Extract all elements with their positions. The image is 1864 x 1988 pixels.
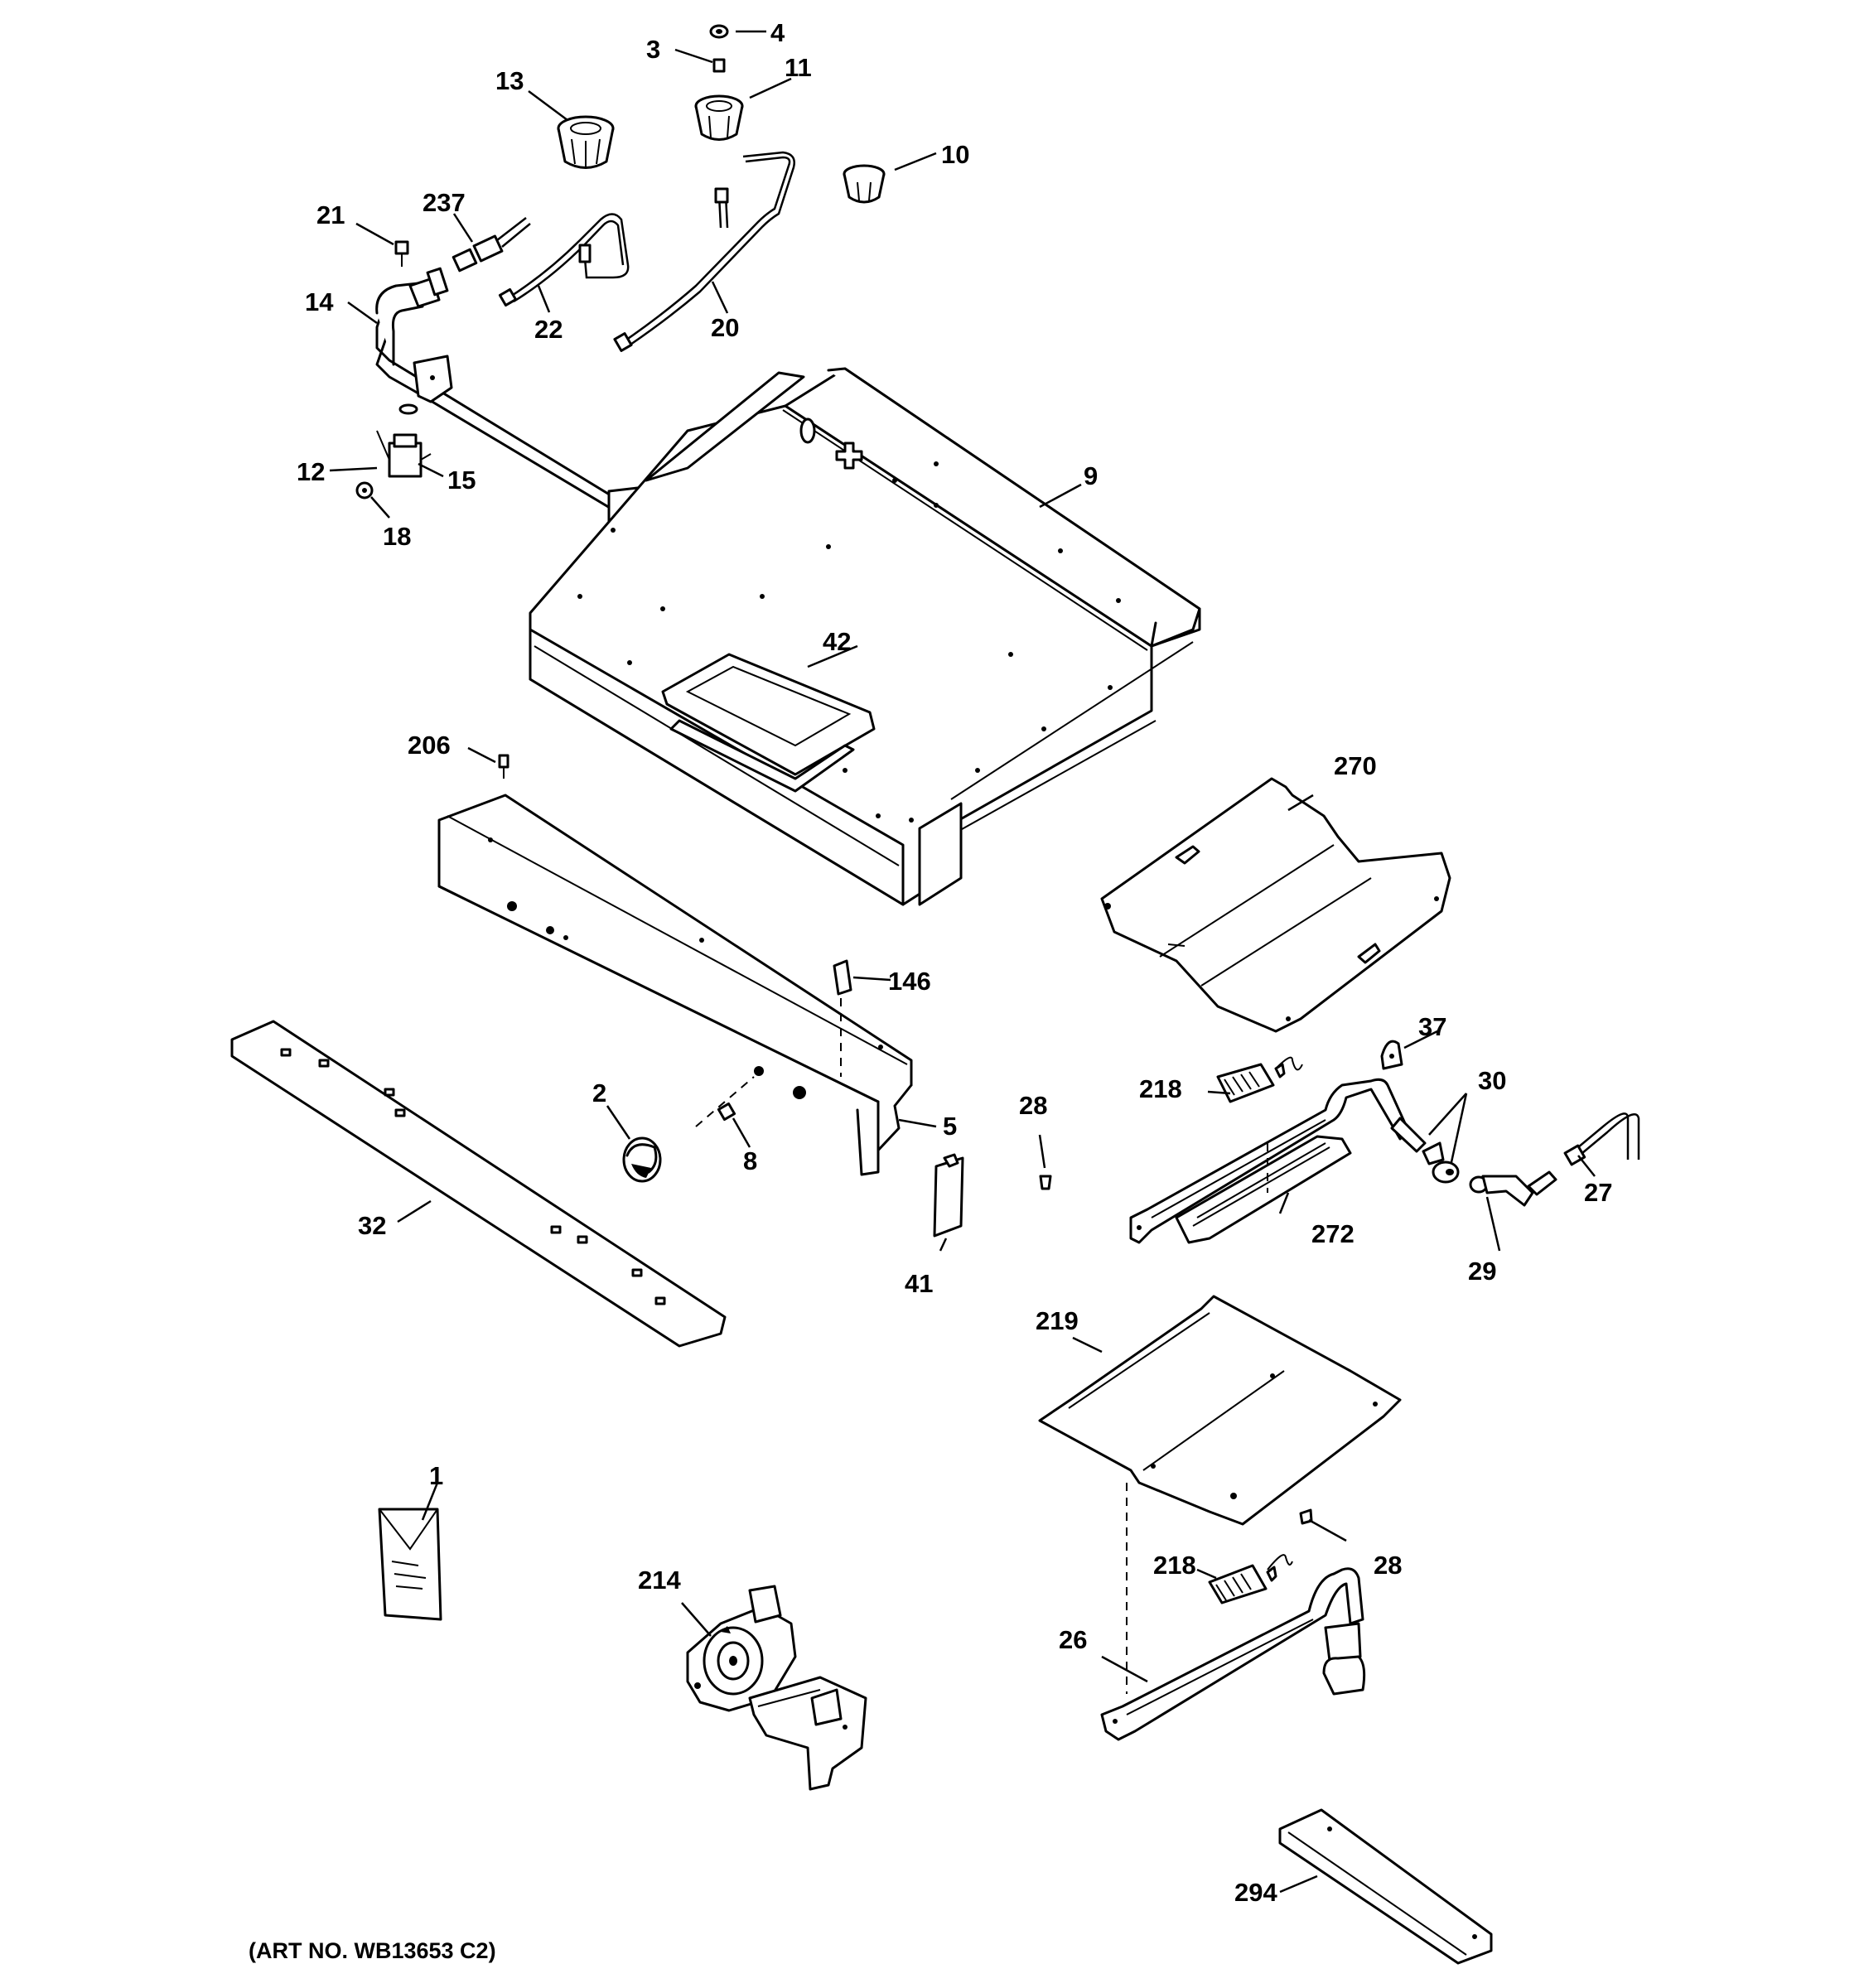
washer-18 <box>355 481 374 499</box>
burner-cap-nut-4 <box>709 24 729 39</box>
callout-2: 2 <box>592 1078 606 1107</box>
callout-1: 1 <box>429 1461 443 1490</box>
regulator-214 <box>686 1585 867 1791</box>
screw-8 <box>695 1076 755 1127</box>
fitting-21 <box>394 240 409 267</box>
fitting-27 <box>1563 1112 1640 1166</box>
callout-20: 20 <box>711 313 739 342</box>
bracket-37 <box>1380 1040 1403 1070</box>
vent-cover-42 <box>661 653 876 793</box>
bracket-41 <box>933 1153 964 1238</box>
callout-12: 12 <box>297 457 325 486</box>
elbow-29 <box>1469 1170 1557 1207</box>
callout-13: 13 <box>495 66 524 95</box>
callout-206: 206 <box>408 731 451 760</box>
burner-head-10 <box>843 164 886 204</box>
burner-box-9 <box>529 367 1201 906</box>
leader-lines <box>329 30 1596 1894</box>
callout-14: 14 <box>305 287 334 316</box>
callout-29: 29 <box>1468 1257 1496 1286</box>
callout-28-lower: 28 <box>1374 1551 1402 1580</box>
screw-28-upper <box>1039 1175 1052 1190</box>
callout-15: 15 <box>447 466 476 495</box>
manifold-panel-5 <box>437 794 913 1176</box>
shield-294 <box>1278 1808 1493 1965</box>
callout-9: 9 <box>1084 461 1098 490</box>
callout-294: 294 <box>1234 1878 1277 1907</box>
callouts: 4 3 13 11 10 21 237 14 22 20 12 15 18 9 … <box>297 18 1612 1907</box>
art-number: (ART NO. WB13653 C2) <box>249 1938 496 1963</box>
callout-11: 11 <box>785 53 812 82</box>
burner-head-13 <box>557 115 615 169</box>
callout-270: 270 <box>1334 751 1377 780</box>
gas-tube-20 <box>613 151 795 352</box>
knob-2 <box>622 1136 662 1183</box>
callout-10: 10 <box>941 140 969 169</box>
callout-218-lower: 218 <box>1153 1551 1196 1580</box>
burner-tube-upper <box>1129 1078 1427 1244</box>
clip-146 <box>833 959 852 1077</box>
valve-15 <box>376 403 432 478</box>
callout-30: 30 <box>1478 1066 1506 1095</box>
burner-tube-26 <box>1100 1567 1366 1741</box>
callout-218-upper: 218 <box>1139 1074 1182 1103</box>
callout-18: 18 <box>383 522 411 551</box>
callout-27: 27 <box>1584 1178 1612 1207</box>
callout-8: 8 <box>743 1146 757 1175</box>
callout-22: 22 <box>534 315 563 344</box>
callout-28-upper: 28 <box>1019 1091 1047 1120</box>
screw-206 <box>498 754 509 779</box>
burner-tray-272 <box>1175 1135 1352 1244</box>
callout-37: 37 <box>1418 1012 1446 1041</box>
igniter-218-lower <box>1208 1554 1293 1604</box>
flame-spreader-219 <box>1038 1295 1402 1694</box>
callout-272: 272 <box>1311 1219 1355 1248</box>
callout-237: 237 <box>423 188 466 217</box>
callout-32: 32 <box>358 1211 386 1240</box>
callout-26: 26 <box>1059 1625 1087 1654</box>
callout-4: 4 <box>770 18 785 47</box>
burner-rail-32 <box>230 1020 727 1348</box>
callout-41: 41 <box>905 1269 933 1298</box>
literature-envelope-1 <box>378 1508 442 1621</box>
igniter-218-upper <box>1216 1056 1303 1103</box>
orifice-3 <box>712 58 726 73</box>
flame-spreader-270 <box>1100 777 1451 1033</box>
callout-219: 219 <box>1036 1306 1079 1335</box>
callout-146: 146 <box>888 967 931 996</box>
shutter-30 <box>1422 1141 1460 1184</box>
callout-42: 42 <box>823 627 851 656</box>
fitting-237 <box>452 217 531 273</box>
callout-214: 214 <box>638 1566 681 1595</box>
callout-21: 21 <box>316 200 345 229</box>
callout-3: 3 <box>646 35 660 64</box>
callout-5: 5 <box>943 1112 957 1141</box>
burner-head-11 <box>694 94 744 141</box>
gas-tube-22 <box>498 213 630 307</box>
